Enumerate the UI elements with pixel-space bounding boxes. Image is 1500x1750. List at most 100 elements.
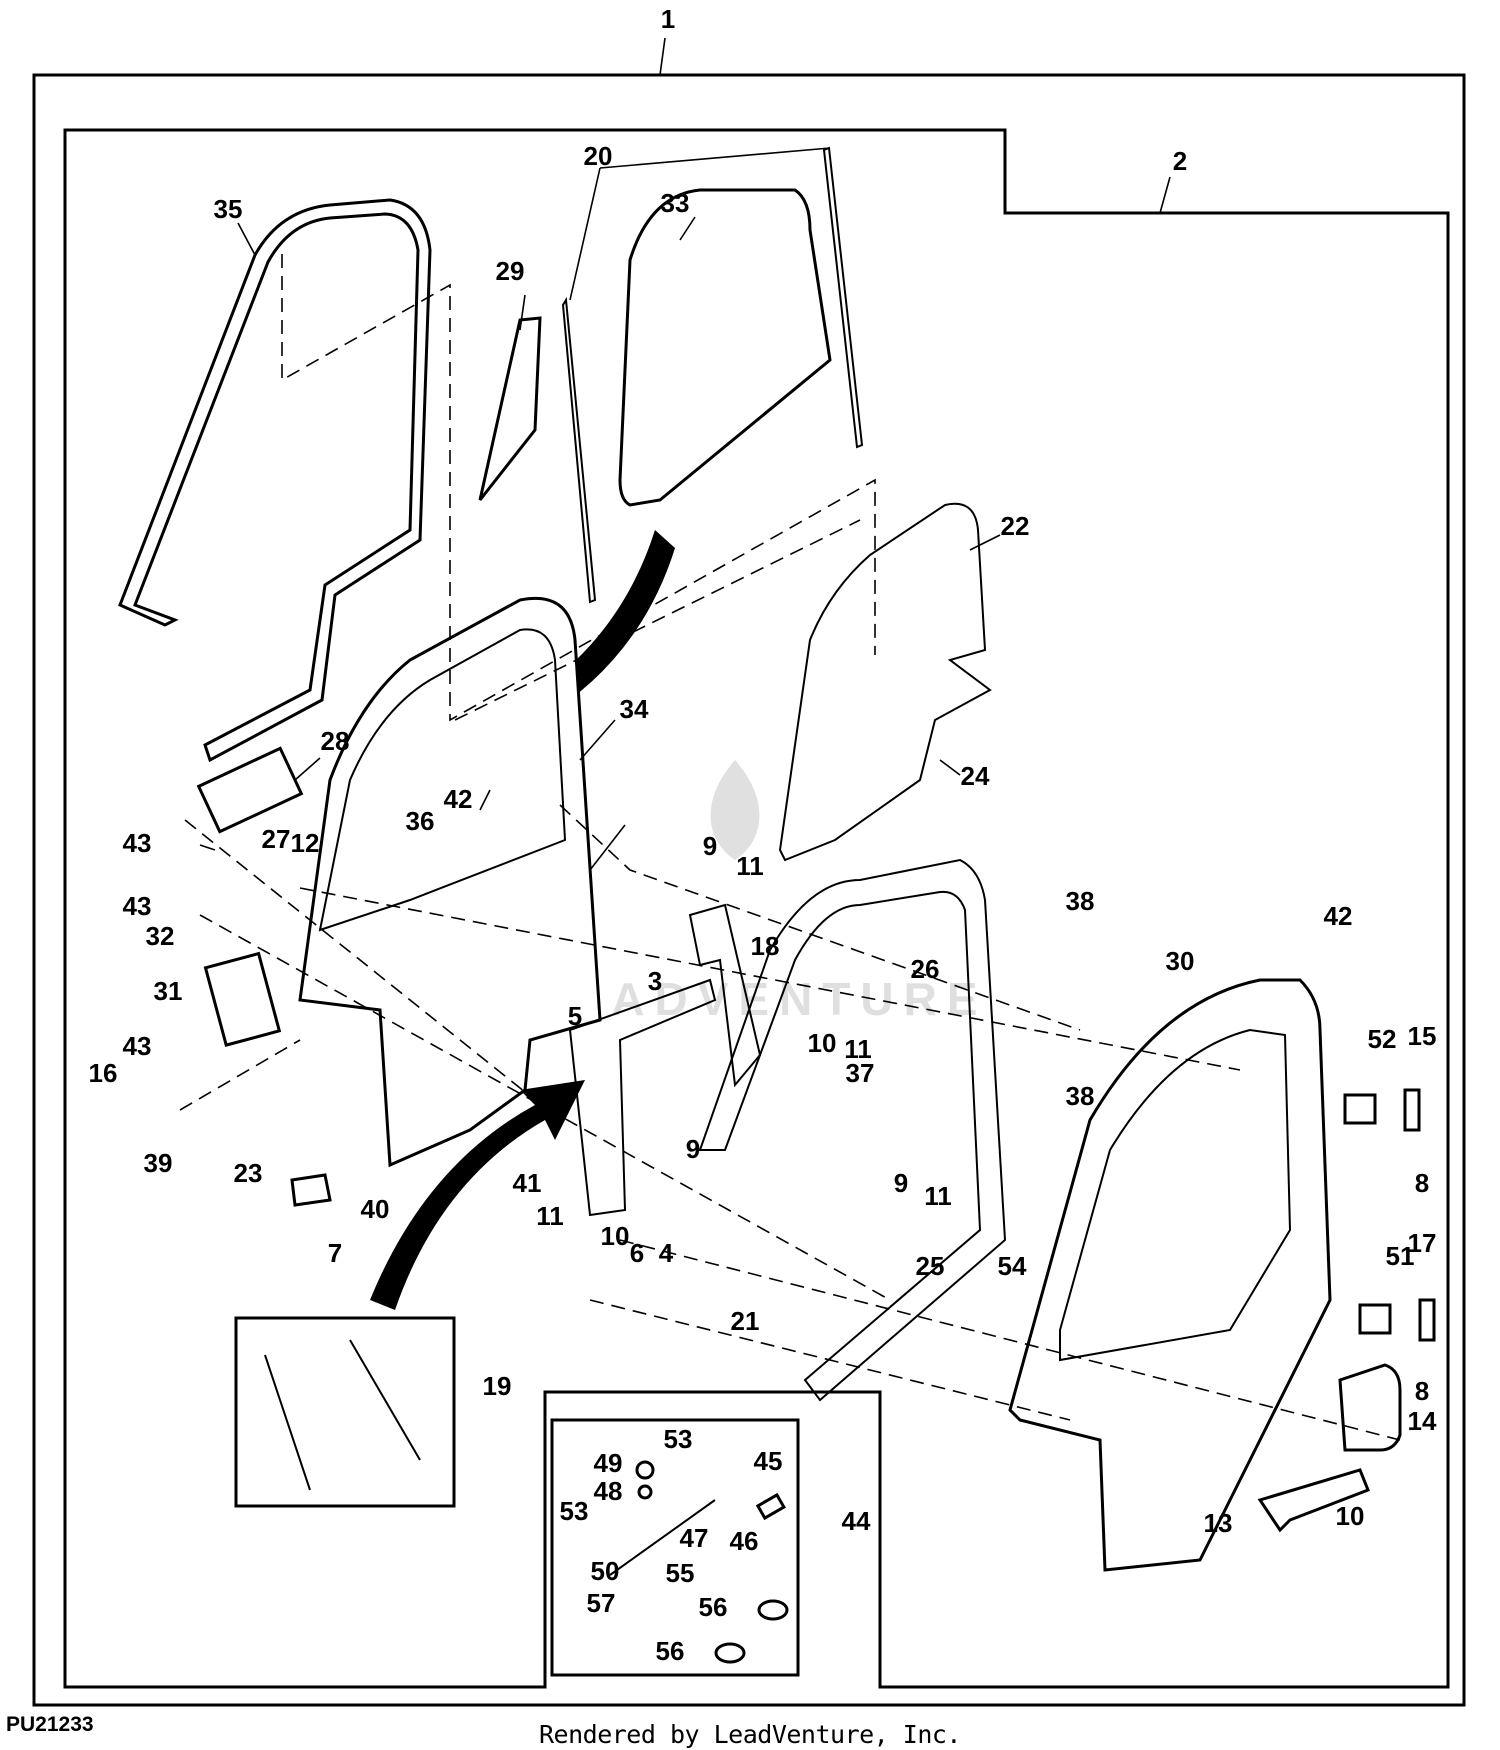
glass-channel-left [561, 296, 597, 604]
regulator-rod-left [264, 1354, 311, 1491]
callout: 44 [842, 1506, 871, 1536]
latch-23 [290, 1173, 332, 1207]
callout: 39 [144, 1148, 173, 1178]
callout: 1 [661, 4, 675, 34]
fitting-46 [755, 1492, 786, 1521]
callout: 31 [154, 976, 183, 1006]
render-credit: Rendered by LeadVenture, Inc. [539, 1720, 962, 1749]
hinge-15 [1403, 1088, 1421, 1132]
door-handle [1257, 1468, 1370, 1533]
callout: 10 [601, 1221, 630, 1251]
callout: 11 [924, 1181, 952, 1211]
regulator-rod-right [349, 1339, 421, 1461]
callout: 30 [1166, 946, 1195, 976]
door-seal-22 [778, 502, 992, 862]
callout: 9 [703, 831, 717, 861]
callout: 45 [754, 1446, 783, 1476]
cover-31 [203, 951, 282, 1047]
watermark: LEADVENTURE [532, 760, 978, 1025]
callout: 43 [123, 891, 152, 921]
glass-door [618, 188, 832, 507]
callout: 24 [961, 761, 990, 791]
hinge-plate-52 [1343, 1093, 1377, 1125]
callout: 28 [321, 726, 350, 756]
callout: 56 [656, 1636, 685, 1666]
callout: 33 [661, 188, 690, 218]
callout: 21 [731, 1306, 760, 1336]
nut-48 [637, 1484, 653, 1500]
grommet-56a [757, 1599, 789, 1621]
callout: 20 [584, 141, 613, 171]
callout: 7 [328, 1238, 342, 1268]
callout: 47 [680, 1523, 709, 1553]
bushing-49 [635, 1460, 655, 1480]
glass-triangle [478, 316, 542, 501]
callout: 3 [648, 966, 662, 996]
callout: 8 [1415, 1376, 1429, 1406]
callout: 8 [1415, 1168, 1429, 1198]
callout: 53 [664, 1424, 693, 1454]
assembly-frame-2 [63, 128, 1450, 1689]
callout: 49 [594, 1448, 623, 1478]
callout: 32 [146, 921, 175, 951]
callout: 42 [444, 784, 473, 814]
callout: 41 [513, 1168, 542, 1198]
callout: 17 [1408, 1228, 1437, 1258]
callout: 40 [361, 1194, 390, 1224]
callout: 4 [659, 1238, 674, 1268]
callout: 38 [1066, 1081, 1095, 1111]
callout: 11 [844, 1034, 872, 1064]
callout: 11 [536, 1201, 564, 1231]
callout: 14 [1408, 1406, 1437, 1436]
callout: 43 [123, 1031, 152, 1061]
grommet-56b [714, 1642, 746, 1664]
callout: 9 [894, 1168, 908, 1198]
callout: 15 [1408, 1021, 1437, 1051]
alignment-lines [179, 254, 1401, 1441]
callout: 48 [594, 1476, 623, 1506]
callout: 6 [630, 1238, 644, 1268]
callout: 19 [483, 1371, 512, 1401]
callout: 42 [1324, 901, 1353, 931]
callout: 54 [998, 1251, 1027, 1281]
glass-channel-right [822, 146, 864, 449]
callout: 26 [911, 954, 940, 984]
kit-box-19 [234, 1316, 456, 1508]
callout: 36 [406, 806, 435, 836]
leader-lines [199, 37, 1171, 871]
callout: 13 [1204, 1508, 1233, 1538]
window-seal [118, 198, 432, 763]
callout: 18 [751, 931, 780, 961]
kit-box-44 [550, 1418, 800, 1677]
callout: 5 [568, 1001, 582, 1031]
regulator-bracket [568, 978, 717, 1217]
cable-47 [609, 1499, 716, 1576]
callout: 37 [846, 1058, 875, 1088]
assembly-frame-1 [32, 73, 1466, 1707]
callout: 38 [1066, 886, 1095, 916]
callout: 11 [736, 851, 764, 881]
callout: 23 [234, 1158, 263, 1188]
callout: 51 [1386, 1241, 1415, 1271]
inner-door-window-opening [318, 628, 567, 932]
hinge-plate-51 [1358, 1303, 1392, 1335]
callout: 2 [1173, 146, 1187, 176]
outer-door-panel [1008, 978, 1332, 1572]
outer-door-window-opening [1059, 1028, 1292, 1362]
callout: 9 [686, 1134, 700, 1164]
assembly-arrow-bottom [370, 1080, 585, 1310]
callout: 27 [262, 824, 291, 854]
callout: 53 [560, 1496, 589, 1526]
callout: 16 [89, 1058, 118, 1088]
callout: 29 [496, 256, 525, 286]
callout: 35 [214, 194, 243, 224]
callout: 43 [123, 828, 152, 858]
callout: 10 [808, 1028, 837, 1058]
callout: 50 [591, 1556, 620, 1586]
callout: 46 [730, 1526, 759, 1556]
callout: 34 [620, 694, 649, 724]
figure-id: PU21233 [6, 1713, 94, 1736]
callout: 57 [587, 1588, 616, 1618]
hinge-17 [1418, 1298, 1436, 1342]
